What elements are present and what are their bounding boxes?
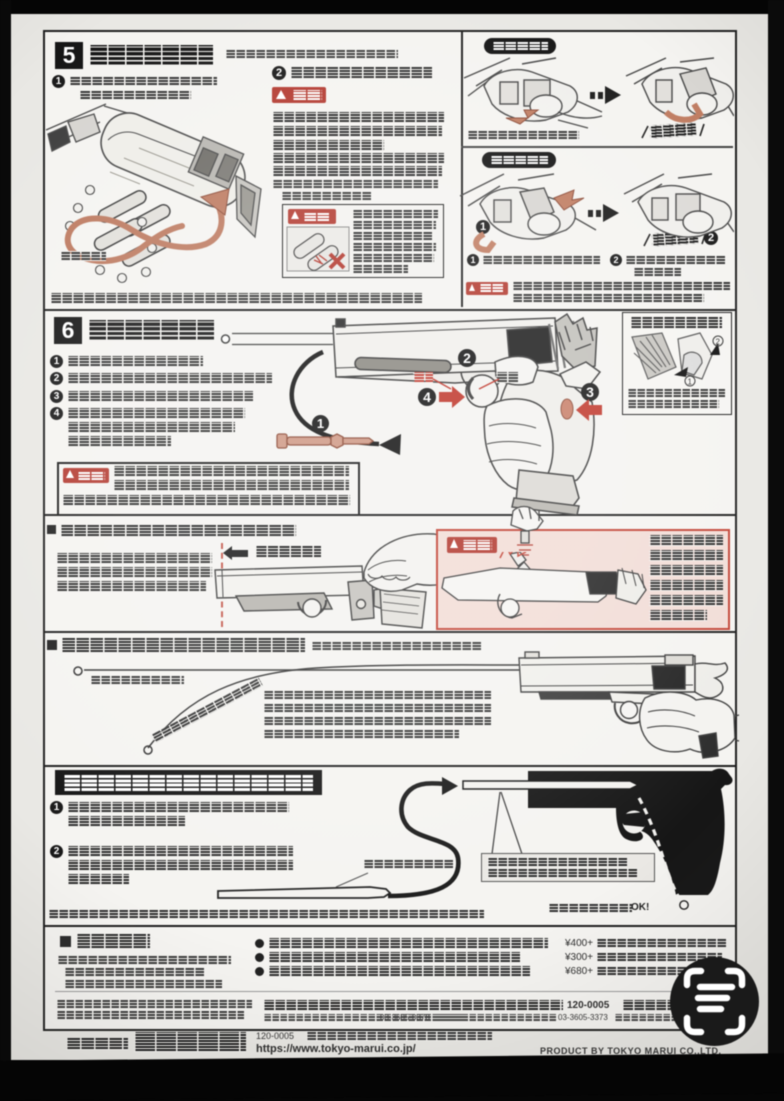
svg-text:2: 2 <box>716 338 721 347</box>
svg-text:1: 1 <box>688 378 693 387</box>
